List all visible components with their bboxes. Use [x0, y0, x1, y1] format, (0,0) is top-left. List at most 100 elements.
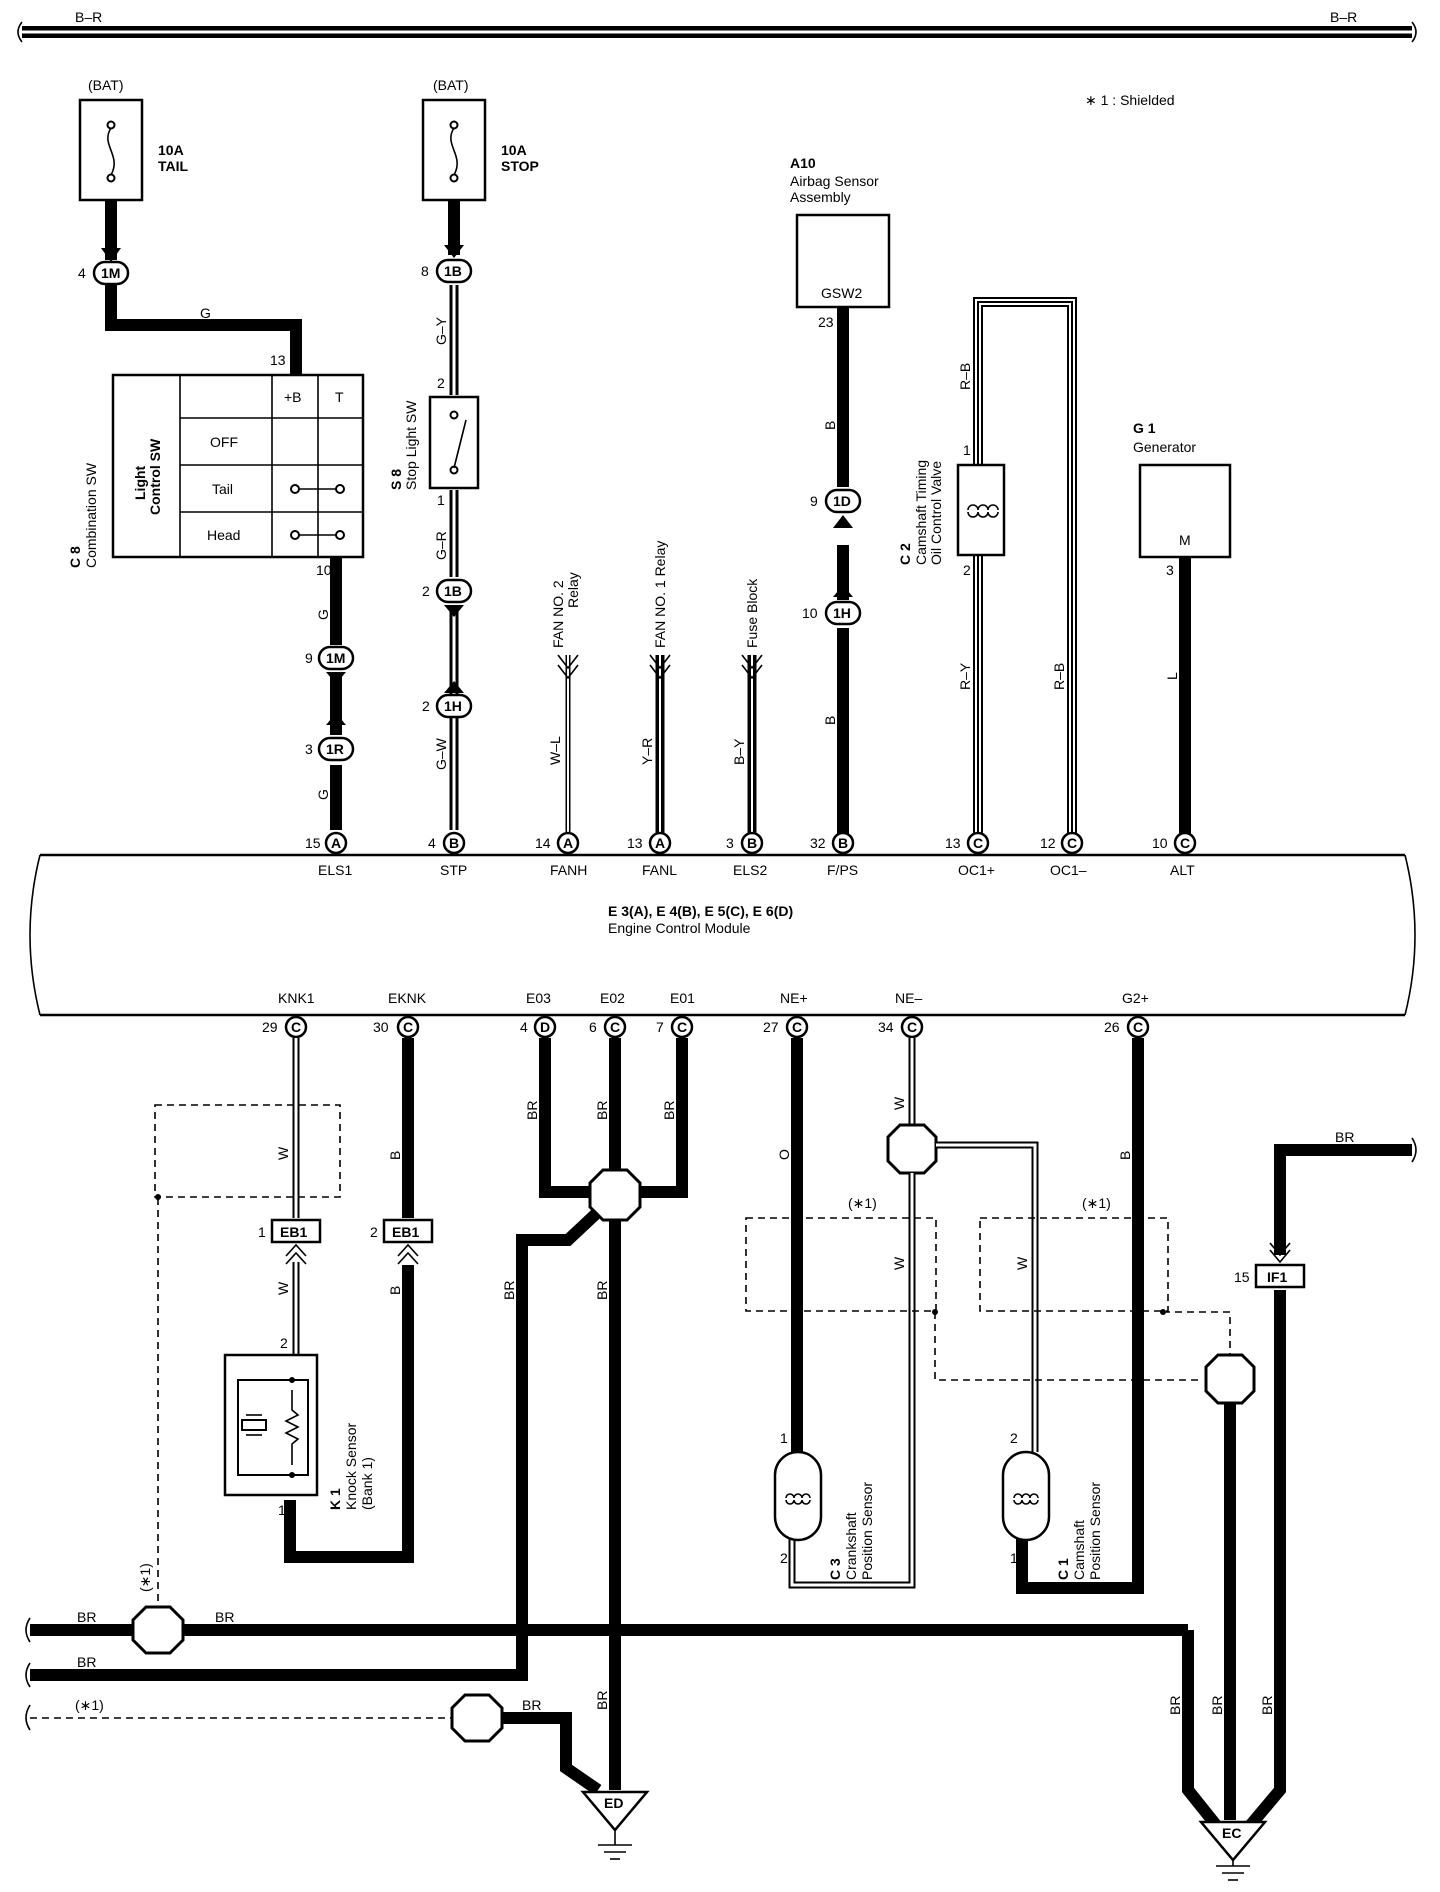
- a10-pin-no: 23: [818, 314, 834, 330]
- tail-circuit-wires: G G G: [105, 200, 342, 830]
- connector-1b-top: 1B 8: [421, 245, 473, 284]
- ecm-bottom-pin-neminus-sig: NE–: [895, 990, 922, 1006]
- shield-label-2: (∗1): [75, 1697, 104, 1713]
- connector-1h-stop-pin: 2: [422, 698, 430, 714]
- ecm-bottom-pin-e02-conn: C: [610, 1019, 620, 1035]
- ecm-top-pin-els1-no: 15: [305, 835, 321, 851]
- ecm-top-pin-stp-sig: STP: [440, 862, 467, 878]
- wire-br-down-1: BR: [501, 1281, 517, 1300]
- wire-g-1: G: [315, 609, 331, 620]
- s8-name: Stop Light SW: [403, 400, 419, 490]
- wire-gw: G–W: [433, 737, 449, 770]
- c8-code: C 8: [67, 546, 83, 568]
- wire-bl-3: BR: [77, 1654, 96, 1670]
- ecm-bottom-pin-e02-sig: E02: [600, 990, 625, 1006]
- camshaft-sensor-c1: 2 1: [1001, 1430, 1051, 1566]
- connector-1d-id: 1D: [833, 493, 851, 509]
- ecm-bottom-pin-eknk-conn: C: [403, 1019, 413, 1035]
- connector-1r-pin: 3: [305, 741, 313, 757]
- combination-switch-c8: +B T OFF Tail Head Light Control SW 13 1…: [111, 352, 365, 578]
- k1-pin-bottom: 1: [278, 1502, 286, 1518]
- connector-eb1-eknk: EB1 2: [370, 1218, 434, 1265]
- c3-name1: Crankshaft: [843, 1512, 859, 1580]
- connector-eb1-knk-id: EB1: [280, 1224, 307, 1240]
- ecm-top-pin-stp-conn: B: [449, 835, 459, 851]
- c2-name1: Camshaft Timing: [913, 460, 929, 565]
- ecm-top-pin-fanh-sig: FANH: [550, 862, 587, 878]
- right-ground-wires: BR BR BR BR: [1167, 1129, 1417, 1844]
- fuse-block-name: Fuse Block: [744, 578, 760, 648]
- wire-bl-2: BR: [215, 1609, 234, 1625]
- c1-pin-bottom: 1: [1010, 1550, 1018, 1566]
- ecm-top-pin-els1-conn: A: [331, 835, 341, 851]
- shield-label-1: (∗1): [137, 1563, 153, 1592]
- stop-circuit-wires: G–Y G–R G–W: [433, 200, 460, 830]
- wire-ec-3: BR: [1259, 1696, 1275, 1715]
- wire-by: B–Y: [731, 738, 747, 765]
- c8-tail-contact: [290, 484, 345, 494]
- c8-row-off: OFF: [210, 434, 238, 450]
- ecm-top-pin-fps-no: 32: [810, 835, 826, 851]
- fuse-tail-name: TAIL: [158, 158, 189, 174]
- crankshaft-sensor-c3: 1 2: [773, 1430, 823, 1566]
- engine-control-module: E 3(A), E 4(B), E 5(C), E 6(D) Engine Co…: [29, 853, 1416, 1017]
- g1-name: Generator: [1133, 439, 1196, 455]
- wire-e02: BR: [594, 1101, 610, 1120]
- bottom-left-buses: BR BR BR (∗1) (∗1) BR BR: [25, 1563, 1233, 1844]
- connector-1b-mid: 1B 2: [422, 578, 473, 693]
- connector-1b-mid-pin: 2: [422, 583, 430, 599]
- connector-eb1-knk-pin: 1: [258, 1224, 266, 1240]
- ecm-bottom-pin-g2plus-no: 26: [1104, 1019, 1120, 1035]
- ecm-top-pin-els1-sig: ELS1: [318, 862, 352, 878]
- ocv-shield-outer: [973, 297, 1077, 835]
- c1-name2: Position Sensor: [1087, 1482, 1103, 1580]
- wire-ne-w2: W: [1014, 1256, 1030, 1270]
- wire-knk-w2: W: [275, 1281, 291, 1295]
- ecm-top-pin-fanh-no: 14: [535, 835, 551, 851]
- ecm-bottom-pin-knk1-sig: KNK1: [278, 990, 315, 1006]
- c8-col-b: +B: [284, 389, 302, 405]
- connector-1b-top-pin: 8: [421, 263, 429, 279]
- fuse-stop-rating: 10A: [501, 142, 527, 158]
- ecm-top-pin-oc1minus-conn: C: [1067, 835, 1077, 851]
- ecm-bottom-pin-g2plus-conn: C: [1133, 1019, 1143, 1035]
- wire-br-down-2: BR: [594, 1281, 610, 1300]
- bus-right-label: B–R: [1330, 9, 1357, 25]
- c8-col-t: T: [335, 389, 344, 405]
- fuse-tail-rating: 10A: [158, 142, 184, 158]
- ecm-bottom-pin-e01: E01 C 7: [656, 990, 695, 1039]
- c1-name1: Camshaft: [1071, 1520, 1087, 1580]
- connector-eb1-eknk-id: EB1: [392, 1224, 419, 1240]
- ecm-bottom-pin-knk1-no: 29: [262, 1019, 278, 1035]
- ecm-name2: Engine Control Module: [608, 920, 751, 936]
- connector-1d: 1D 9: [810, 488, 862, 597]
- ecm-top-pin-alt-no: 10: [1152, 835, 1168, 851]
- wire-l: L: [1164, 672, 1180, 680]
- ecm-top-pin-stp: B 4 STP: [428, 831, 467, 878]
- wire-knk-w: W: [275, 1146, 291, 1160]
- connector-1m-mid: 1M 9: [305, 645, 355, 725]
- stop-light-switch-s8: 2 1: [428, 375, 480, 508]
- wire-b-a10b: B: [822, 716, 838, 725]
- connector-1m-mid-pin: 9: [305, 650, 313, 666]
- c2-name2: Oil Control Valve: [928, 461, 944, 565]
- ecm-bottom-pin-neminus-no: 34: [878, 1019, 894, 1035]
- ecm-bottom-pin-neminus: NE– C 34: [878, 990, 924, 1039]
- wire-ed-br: BR: [594, 1691, 610, 1710]
- engine-ground-wires: BR BR BR BR BR: [30, 1038, 688, 1790]
- wire-ec-1: BR: [1167, 1696, 1183, 1715]
- ecm-top-pin-oc1plus-conn: C: [973, 835, 983, 851]
- c3-code: C 3: [827, 1558, 843, 1580]
- wire-bl-1: BR: [77, 1609, 96, 1625]
- ecm-top-pin-fanl: A 13 FANL: [627, 831, 677, 878]
- wire-ne-w1: W: [891, 1256, 907, 1270]
- wire-g-2: G: [315, 789, 331, 800]
- connector-1m-top: 1M 4: [78, 248, 130, 286]
- relay-fan2-name2: Relay: [565, 572, 581, 608]
- ecm-bottom-pin-neplus-conn: C: [792, 1019, 802, 1035]
- ecm-bottom-pin-g2plus: G2+ C 26: [1104, 990, 1150, 1039]
- c1-code: C 1: [1055, 1558, 1071, 1580]
- c2-code: C 2: [897, 543, 913, 565]
- c8-row-tail: Tail: [212, 481, 233, 497]
